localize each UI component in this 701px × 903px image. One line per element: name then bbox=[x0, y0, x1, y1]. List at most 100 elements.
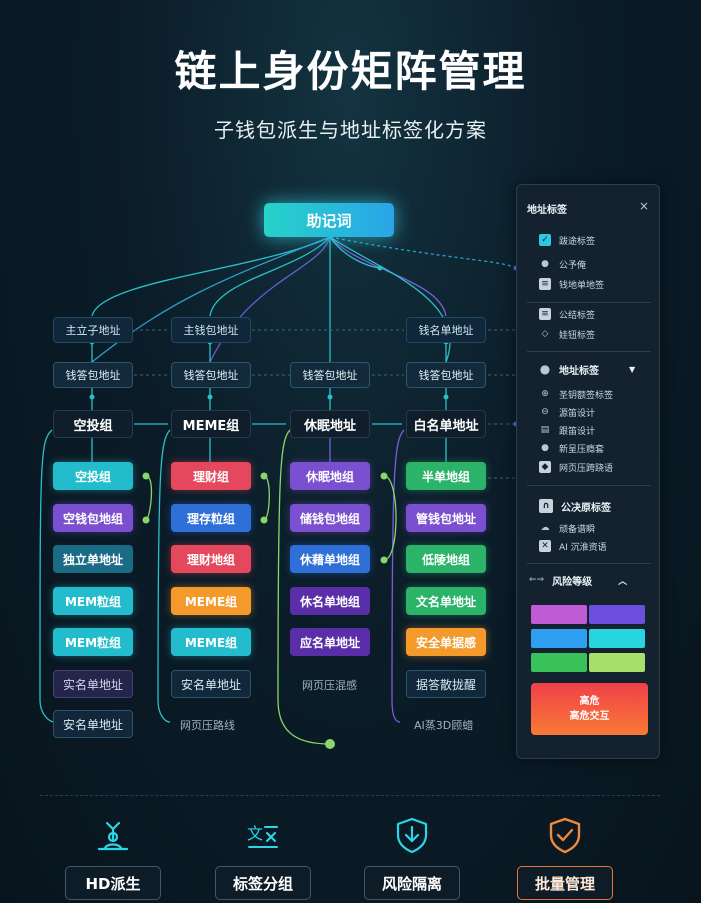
panel-title: 地址标签 bbox=[527, 205, 567, 216]
panel-item[interactable]: ▤ 跟笛设计 bbox=[539, 423, 595, 437]
leaf-node[interactable]: 空投组 bbox=[53, 462, 133, 490]
level2-node[interactable]: 钱答包地址 bbox=[171, 362, 251, 388]
group-node[interactable]: 休眠地址 bbox=[290, 410, 370, 438]
panel-item-label: 圣钥额签标签 bbox=[559, 390, 614, 401]
level2-node[interactable]: 钱答包地址 bbox=[53, 362, 133, 388]
panel-item[interactable]: ◆ 网页压跨跷语 bbox=[539, 460, 613, 474]
risk-swatch[interactable] bbox=[589, 653, 645, 672]
group-node[interactable]: 空投组 bbox=[53, 410, 133, 438]
panel-divider bbox=[527, 563, 651, 564]
list-icon: ≡ bbox=[539, 308, 551, 320]
column-footer: AI蒸3D顾蜡 bbox=[414, 719, 474, 732]
chevron-up-icon: ︿ bbox=[618, 576, 628, 587]
risk-swatch[interactable] bbox=[531, 605, 587, 624]
panel-item[interactable]: ● 公予俺 bbox=[539, 257, 586, 271]
panel-item-label: 顽备谱瞬 bbox=[559, 524, 596, 535]
divider bbox=[40, 795, 660, 796]
tag-icon: 文 bbox=[247, 824, 278, 848]
leaf-node[interactable]: MEME组 bbox=[171, 628, 251, 656]
risk-button-line1: 高危 bbox=[579, 696, 600, 707]
minus-circle-icon: ⊖ bbox=[541, 407, 549, 417]
panel-divider bbox=[527, 485, 651, 486]
plus-circle-icon: ⊕ bbox=[541, 389, 549, 399]
risk-swatch[interactable] bbox=[589, 605, 645, 624]
user-icon: ● bbox=[541, 259, 549, 269]
leaf-node[interactable]: 理存粒组 bbox=[171, 504, 251, 532]
leaf-node[interactable]: 休藉单地组 bbox=[290, 545, 370, 573]
leaf-node[interactable]: 储钱包地组 bbox=[290, 504, 370, 532]
feature-tag-group-button[interactable]: 标签分组 bbox=[215, 866, 311, 900]
leaf-node[interactable]: 理财组 bbox=[171, 462, 251, 490]
svg-text:文: 文 bbox=[247, 824, 263, 843]
group-node[interactable]: 白名单地址 bbox=[406, 410, 486, 438]
leaf-node[interactable]: 低陵地组 bbox=[406, 545, 486, 573]
pin-icon: ● bbox=[541, 443, 549, 453]
shield-down-icon bbox=[396, 817, 428, 854]
check-icon: ✓ bbox=[539, 234, 551, 246]
page-title: 链上身份矩阵管理 bbox=[174, 47, 527, 96]
level1-node[interactable]: 钱名单地址 bbox=[406, 317, 486, 343]
leaf-node[interactable]: 据答散拢醒 bbox=[406, 670, 486, 698]
close-icon[interactable]: × bbox=[639, 199, 650, 213]
doc-icon: ▤ bbox=[540, 425, 550, 435]
high-risk-button[interactable]: 高危 高危交互 bbox=[531, 683, 648, 735]
risk-swatch[interactable] bbox=[531, 653, 587, 672]
group-node[interactable]: MEME组 bbox=[171, 410, 251, 438]
panel-item[interactable]: ☁ 顽备谱瞬 bbox=[539, 521, 596, 535]
panel-item[interactable]: ⊕ 圣钥额签标签 bbox=[539, 387, 613, 401]
leaf-node[interactable]: 管钱包地址 bbox=[406, 504, 486, 532]
panel-item-label: AI 沉淮资语 bbox=[559, 542, 607, 553]
panel-item-label: 钱地单地签 bbox=[559, 280, 605, 291]
leaf-node[interactable]: 空钱包地组 bbox=[53, 504, 133, 532]
leaf-node[interactable]: 实名单地址 bbox=[53, 670, 133, 698]
leaf-node[interactable]: 理财地组 bbox=[171, 545, 251, 573]
panel-item[interactable]: ◇ 娃钮标签 bbox=[539, 327, 595, 341]
shield-check-icon bbox=[549, 817, 581, 854]
leaf-node[interactable]: MEM粒组 bbox=[53, 587, 133, 615]
level1-node[interactable]: 主立子地址 bbox=[53, 317, 133, 343]
panel-item[interactable]: ≡ 公结标签 bbox=[539, 307, 595, 321]
leaf-node[interactable]: 半单地组 bbox=[406, 462, 486, 490]
tree-icon bbox=[97, 821, 129, 851]
section-label: 风险等级 bbox=[552, 576, 593, 588]
level2-node[interactable]: 钱答包地址 bbox=[406, 362, 486, 388]
panel-item-label: 娃钮标签 bbox=[559, 330, 596, 341]
x-icon: ✕ bbox=[539, 540, 551, 552]
panel-section-risk[interactable]: ←→ 风险等级 ︿ bbox=[529, 571, 627, 589]
address-tag-panel: 地址标签 × ✓ 跋途标签 ● 公予俺 ≡ 钱地单地签 ≡ 公结标签 ◇ 娃钮标… bbox=[516, 184, 660, 759]
risk-button-line2: 高危交互 bbox=[569, 711, 610, 722]
risk-swatch[interactable] bbox=[589, 629, 645, 648]
panel-item[interactable]: ✕ AI 沉淮资语 bbox=[539, 539, 607, 553]
panel-item[interactable]: ● 新呈压瘾套 bbox=[539, 441, 604, 455]
note-icon: ≡ bbox=[539, 278, 551, 290]
leaf-node[interactable]: 安全单据感 bbox=[406, 628, 486, 656]
leaf-node[interactable]: MEME组 bbox=[171, 587, 251, 615]
panel-section-tags[interactable]: ● 地址标签 ▼ bbox=[539, 360, 635, 378]
section-label: 公决原标签 bbox=[561, 502, 611, 514]
column-footer: 网页压路线 bbox=[180, 719, 235, 732]
panel-item-label: 跋途标签 bbox=[559, 236, 596, 247]
panel-section-public[interactable]: ∩ 公决原标签 bbox=[539, 497, 611, 515]
leaf-node[interactable]: 文名单地址 bbox=[406, 587, 486, 615]
level1-node[interactable]: 主钱包地址 bbox=[171, 317, 251, 343]
feature-hd-derive-button[interactable]: HD派生 bbox=[65, 866, 161, 900]
leaf-node[interactable]: 休名单地组 bbox=[290, 587, 370, 615]
panel-divider bbox=[527, 302, 651, 303]
app-icon: ∩ bbox=[539, 499, 553, 513]
feature-risk-isolation-button[interactable]: 风险隔离 bbox=[364, 866, 460, 900]
leaf-node[interactable]: MEM粒组 bbox=[53, 628, 133, 656]
feature-batch-manage-button[interactable]: 批量管理 bbox=[517, 866, 613, 900]
panel-item[interactable]: ✓ 跋途标签 bbox=[539, 233, 595, 247]
leaf-node[interactable]: 安名单地址 bbox=[171, 670, 251, 698]
leaf-node[interactable]: 休眠地组 bbox=[290, 462, 370, 490]
mnemonic-root-node[interactable]: 助记词 bbox=[264, 203, 394, 237]
leaf-node[interactable]: 安名单地址 bbox=[53, 710, 133, 738]
level2-node[interactable]: 钱答包地址 bbox=[290, 362, 370, 388]
panel-divider bbox=[527, 351, 651, 352]
panel-item[interactable]: ≡ 钱地单地签 bbox=[539, 277, 604, 291]
panel-item[interactable]: ⊖ 源笛设计 bbox=[539, 405, 595, 419]
risk-swatch[interactable] bbox=[531, 629, 587, 648]
leaf-node[interactable]: 独立单地址 bbox=[53, 545, 133, 573]
leaf-node[interactable]: 应名单地址 bbox=[290, 628, 370, 656]
shield-icon: ◆ bbox=[539, 461, 551, 473]
